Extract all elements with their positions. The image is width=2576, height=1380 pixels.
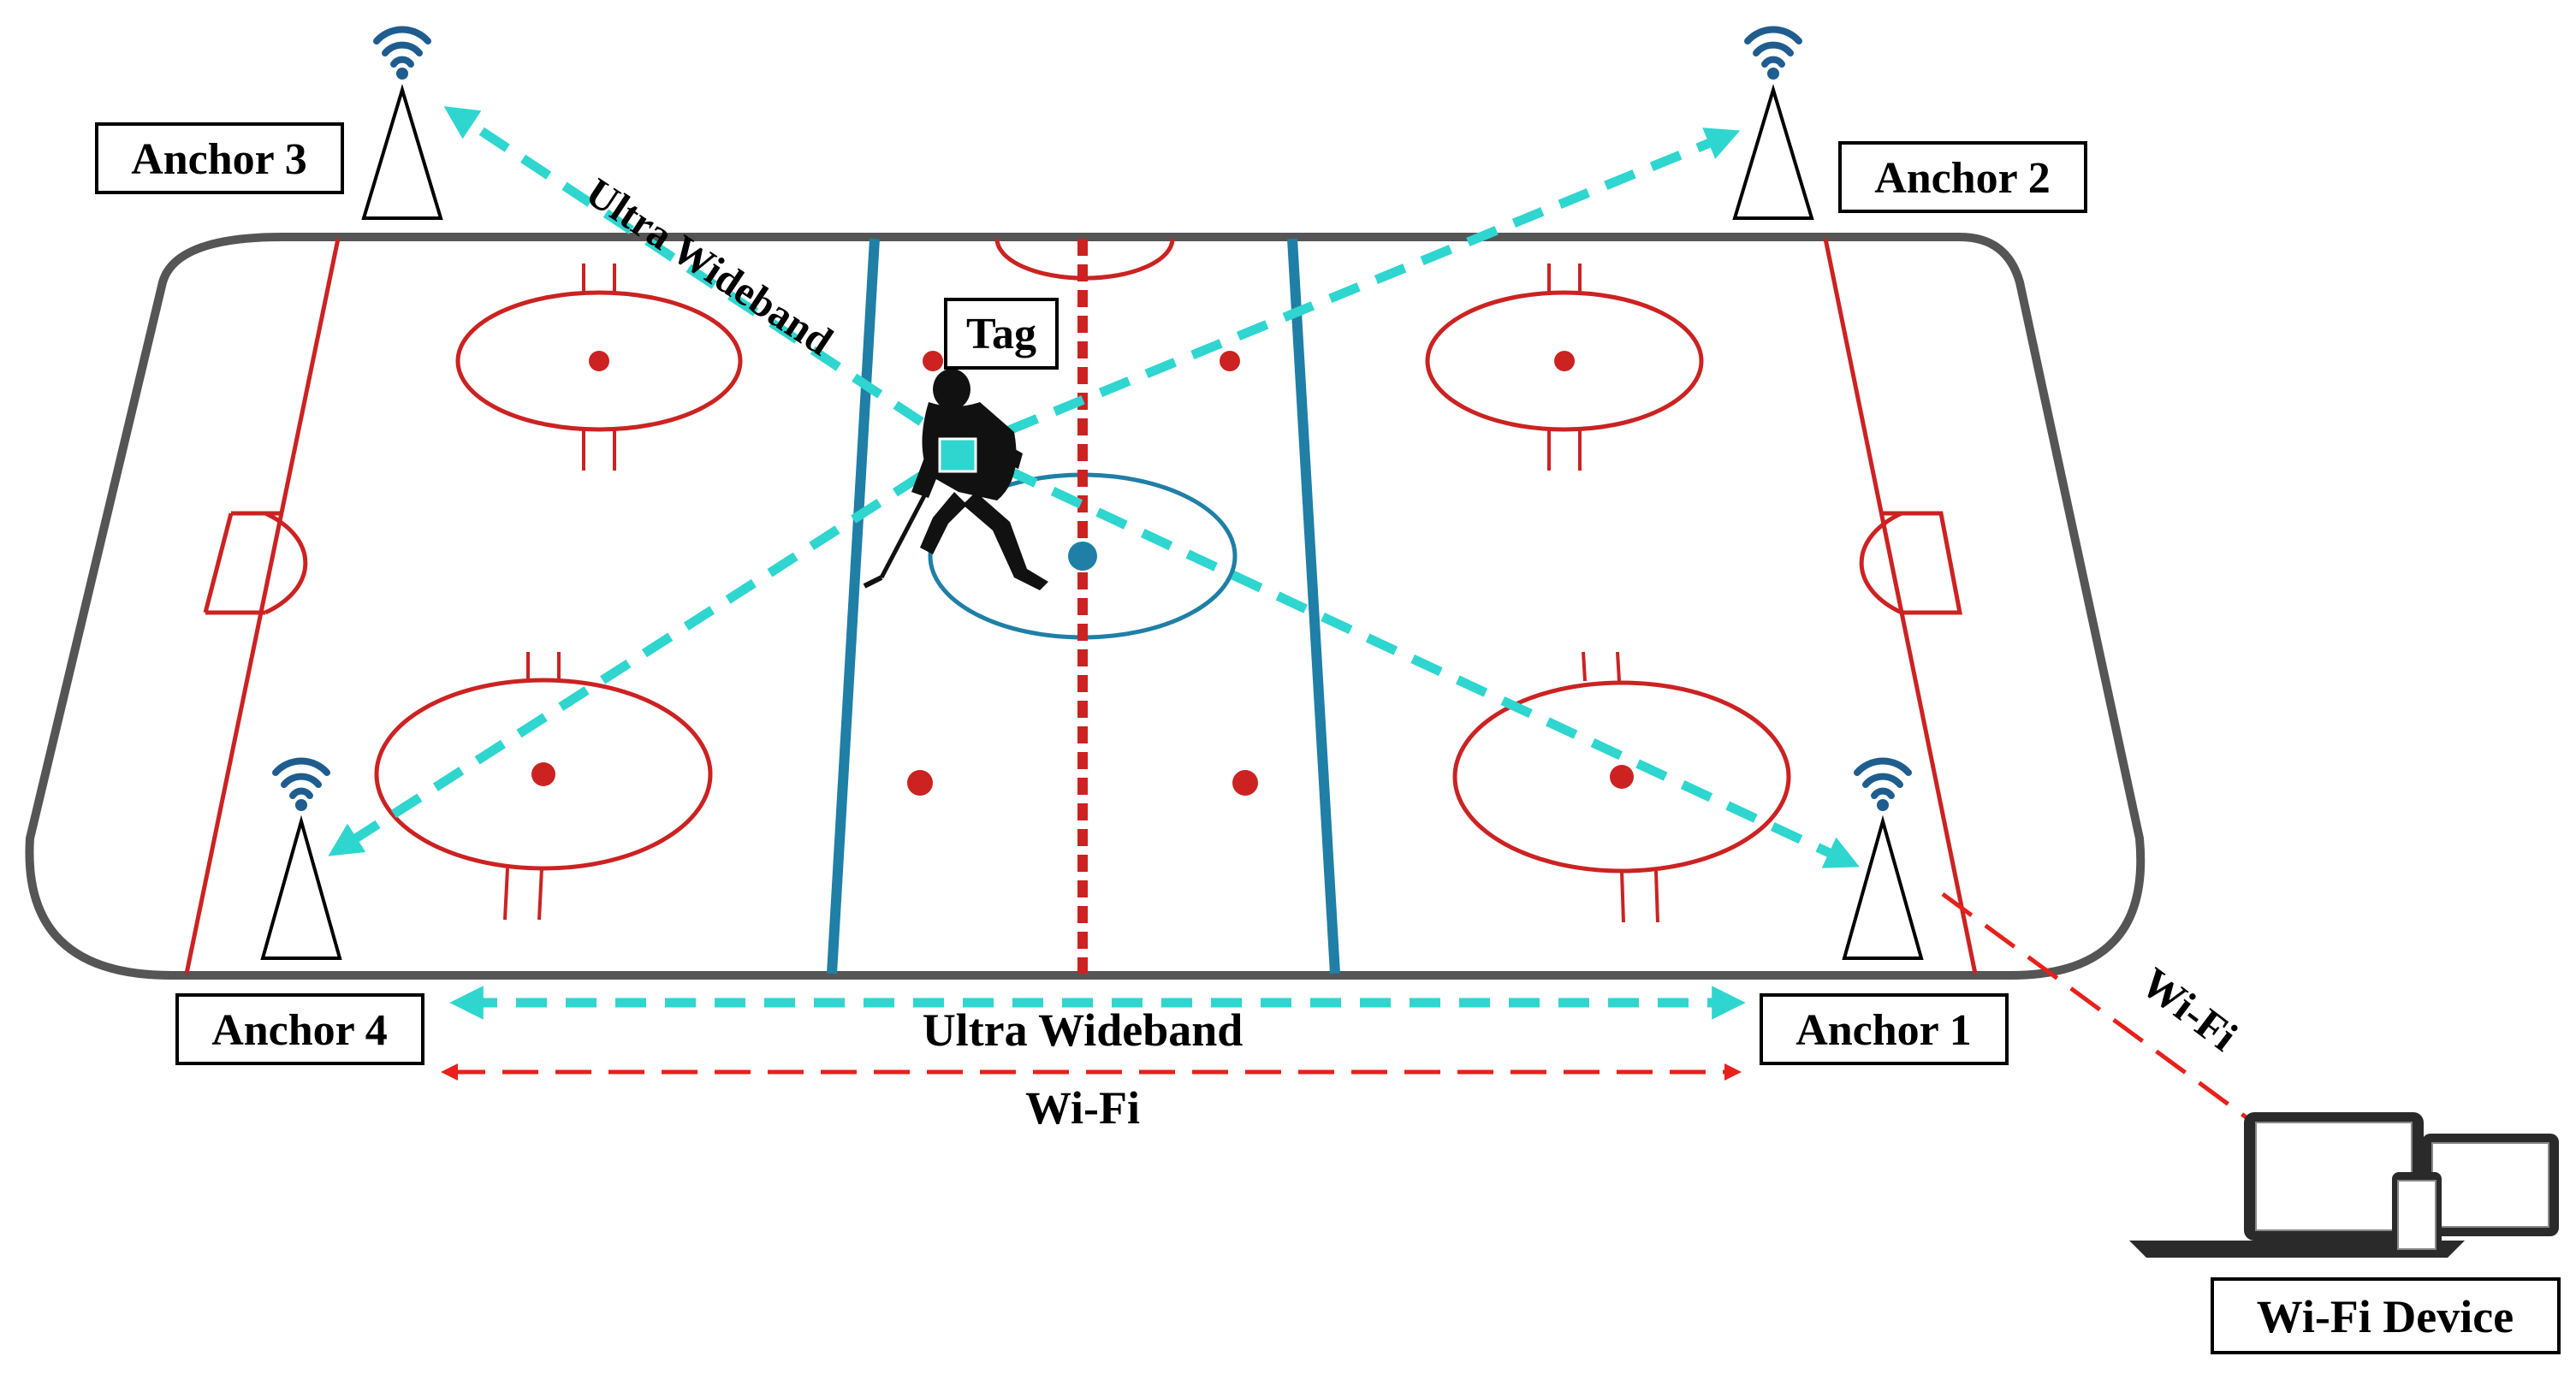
neutral-dot-top-left <box>923 351 943 371</box>
wifi-device-link-label: Wi-Fi <box>2133 958 2247 1060</box>
center-faceoff-dot <box>1068 542 1097 571</box>
wifi-device-label-text: Wi-Fi Device <box>2257 1291 2514 1342</box>
tag-label-text: Tag <box>966 310 1036 358</box>
hockey-rink <box>25 233 2146 980</box>
uwb-link-tag-anchor1 <box>960 445 1860 868</box>
anchor-3-label: Anchor 3 <box>95 122 344 194</box>
right-goal-line <box>1823 238 1978 974</box>
tag-marker <box>938 437 977 473</box>
uwb-link-tag-anchor4 <box>328 445 965 856</box>
antenna-icon <box>1842 814 1924 960</box>
anchor-2-antenna <box>1732 26 1814 220</box>
right-blue-line <box>1287 238 1340 974</box>
wifi-device-label: Wi-Fi Device <box>2211 1277 2561 1354</box>
anchor-4-label: Anchor 4 <box>175 993 424 1065</box>
anchor-3-label-text: Anchor 3 <box>131 135 307 184</box>
wifi-links <box>441 891 2253 1123</box>
wifi-signal-icon <box>1854 757 1912 811</box>
anchor-3-antenna <box>361 26 443 220</box>
uwb-bottom-label: Ultra Wideband <box>923 1004 1243 1056</box>
wifi-signal-icon <box>272 757 330 811</box>
left-goal-line <box>184 238 341 974</box>
antenna-icon <box>361 84 443 220</box>
ultra-wideband-links <box>328 106 1860 1020</box>
anchor-2-label: Anchor 2 <box>1838 141 2087 213</box>
antenna-icon <box>1732 84 1814 220</box>
anchor-1-label-text: Anchor 1 <box>1795 1006 1972 1055</box>
anchor-1-label: Anchor 1 <box>1760 993 2009 1065</box>
neutral-dot-bottom-left <box>907 770 933 796</box>
faceoff-circle-top-left <box>455 264 743 471</box>
wifi-signal-icon <box>373 26 431 80</box>
anchor-4-antenna <box>260 757 342 960</box>
neutral-dot-bottom-right <box>1232 770 1258 796</box>
uwb-link-tag-anchor3 <box>443 106 966 453</box>
wifi-bottom-label: Wi-Fi <box>1025 1082 1140 1134</box>
tag-label: Tag <box>944 298 1059 370</box>
wifi-link-anchor1-device <box>1941 891 2253 1123</box>
wifi-signal-icon <box>1744 26 1802 80</box>
faceoff-circle-bottom-left <box>374 652 713 921</box>
faceoff-circle-bottom-right <box>1452 651 1791 923</box>
left-blue-line <box>827 238 880 974</box>
uwb-link-tag-anchor2 <box>960 127 1741 454</box>
anchor-2-label-text: Anchor 2 <box>1874 154 2051 203</box>
faceoff-circle-top-right <box>1425 264 1704 471</box>
antenna-icon <box>260 814 342 960</box>
right-goal-crease <box>1859 511 1963 615</box>
anchor-4-label-text: Anchor 4 <box>211 1006 388 1055</box>
anchor-1-antenna <box>1842 757 1924 960</box>
neutral-dot-top-right <box>1220 351 1240 371</box>
laptop-tablet-phone-icon <box>2129 1112 2559 1258</box>
left-goal-crease <box>203 511 308 615</box>
